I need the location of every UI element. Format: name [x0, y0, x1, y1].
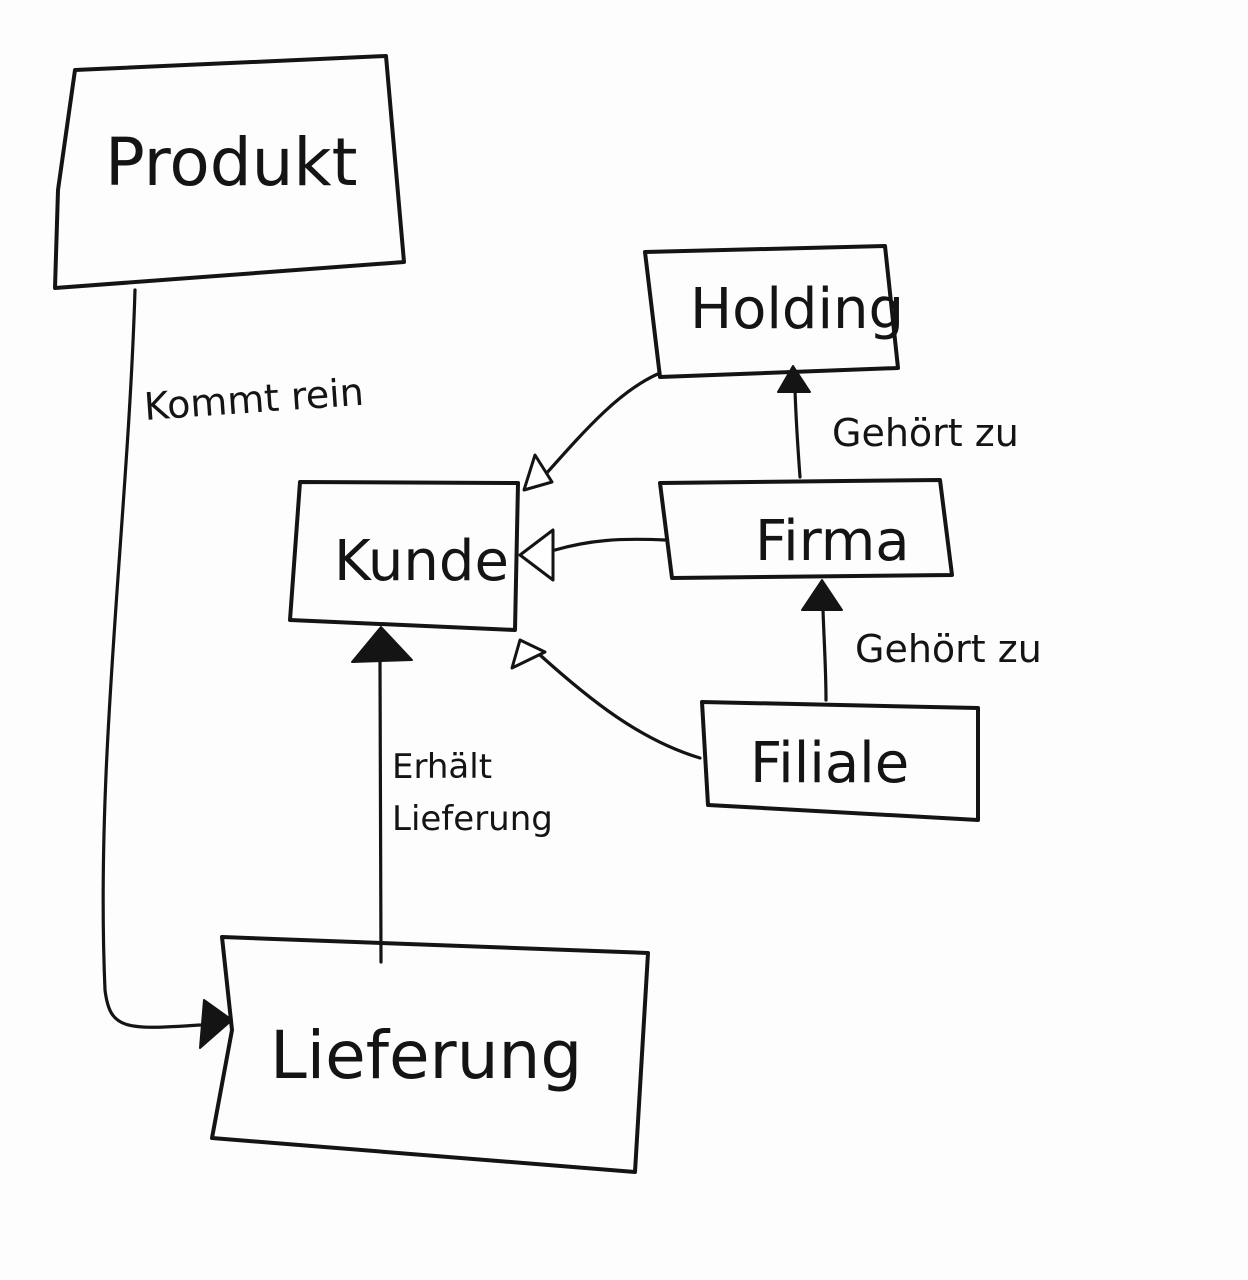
arrowhead-open-icon	[518, 528, 555, 582]
node-firma-box	[658, 478, 954, 580]
arrowhead-filled-icon	[777, 365, 811, 393]
edge-filiale-kunde-line	[538, 653, 702, 760]
edge-lieferung-kunde-label-line1: Erhält	[392, 747, 492, 787]
arrowhead-open-icon	[510, 638, 547, 670]
edge-holding-kunde-line	[543, 371, 662, 477]
node-holding-label: Holding	[690, 277, 904, 342]
edge-holding-kunde	[522, 371, 662, 492]
node-filiale[interactable]: Filiale	[700, 700, 980, 822]
node-kunde-label: Kunde	[334, 529, 509, 594]
edge-lieferung-kunde-label-line2: Lieferung	[392, 799, 553, 839]
edge-produkt-lieferung: Kommt rein	[101, 288, 366, 1049]
edge-filiale-firma-label: Gehört zu	[855, 627, 1042, 671]
edge-firma-kunde	[518, 528, 667, 582]
edge-firma-holding-line	[793, 388, 802, 479]
edge-firma-kunde-line	[553, 537, 667, 552]
edge-firma-holding-label: Gehört zu	[832, 411, 1019, 455]
arrowhead-filled-icon	[801, 579, 843, 611]
node-firma-label: Firma	[755, 509, 910, 574]
edge-filiale-firma-line	[821, 608, 828, 702]
node-lieferung[interactable]: Lieferung	[210, 935, 650, 1174]
edge-produkt-lieferung-line	[101, 288, 202, 1029]
node-filiale-label: Filiale	[750, 731, 909, 796]
node-produkt-box	[53, 54, 406, 290]
edge-firma-holding: Gehört zu	[777, 365, 1019, 479]
edge-produkt-lieferung-label: Kommt rein	[143, 370, 366, 429]
node-produkt-label: Produkt	[105, 124, 358, 201]
node-produkt[interactable]: Produkt	[53, 54, 406, 290]
edge-lieferung-kunde-line	[378, 660, 383, 964]
node-kunde[interactable]: Kunde	[288, 480, 520, 632]
arrowhead-open-icon	[522, 453, 554, 492]
node-lieferung-box	[210, 935, 650, 1174]
edge-filiale-kunde	[510, 638, 702, 760]
arrowhead-filled-icon	[351, 626, 413, 663]
node-kunde-box	[288, 480, 520, 632]
node-firma[interactable]: Firma	[658, 478, 954, 580]
edge-lieferung-kunde: Erhält Lieferung	[351, 626, 553, 964]
node-holding-box	[643, 244, 900, 379]
node-lieferung-label: Lieferung	[270, 1017, 582, 1094]
arrowhead-filled-icon	[199, 999, 233, 1049]
node-filiale-box	[700, 700, 980, 822]
node-holding[interactable]: Holding	[643, 244, 904, 379]
edge-filiale-firma: Gehört zu	[801, 579, 1042, 702]
